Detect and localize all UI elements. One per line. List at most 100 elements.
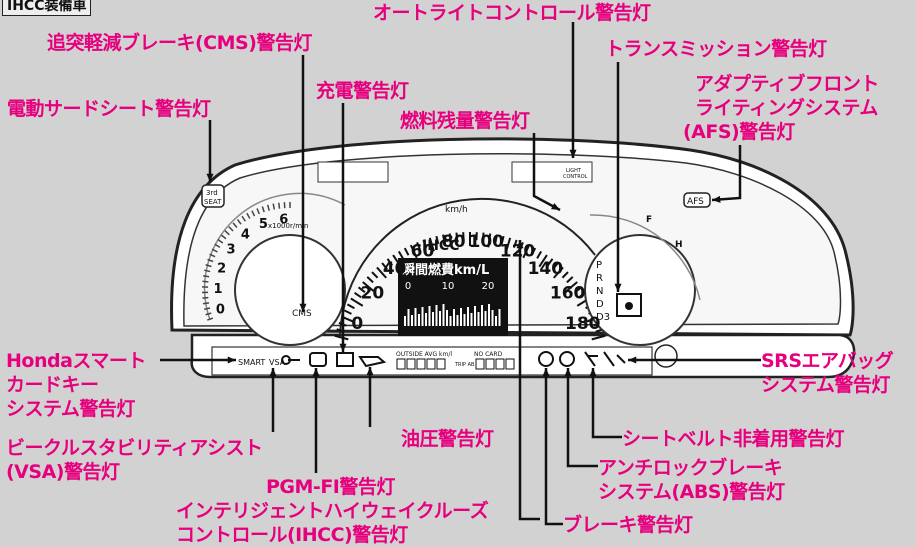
speed-tick-mark xyxy=(357,286,366,293)
speed-tick-mark xyxy=(409,244,418,259)
vsa-indicator-text: VSA xyxy=(269,358,286,367)
seat-text-2: SEAT xyxy=(204,198,222,206)
speed-tick-mark xyxy=(530,247,537,256)
rpm-tick-mark xyxy=(211,248,218,253)
label-power-seat-warning: 電動サードシート警告灯 xyxy=(7,98,211,120)
label-fuel-warning: 燃料残量警告灯 xyxy=(400,110,530,132)
speed-tick-mark xyxy=(442,234,446,243)
speed-tick-mark xyxy=(561,271,569,279)
ihcc-equipped-tag: IHCC装備車 xyxy=(2,0,92,16)
rpm-tick-label: 1 xyxy=(214,282,223,297)
lcd-bar xyxy=(407,309,410,326)
rpm-tick-mark xyxy=(207,317,214,321)
rpm-tick-mark xyxy=(266,204,270,211)
rpm-tick-label: 6 xyxy=(279,212,288,227)
label-afs-line3: (AFS)警告灯 xyxy=(683,121,795,143)
rpm-tick-mark xyxy=(203,274,210,278)
ihcc-indicator-text: IHCC xyxy=(422,238,459,254)
gear-label: P xyxy=(596,260,602,271)
label-smart-key-line3: システム警告灯 xyxy=(6,398,135,420)
label-ihcc-line2: コントロール(IHCC)警告灯 xyxy=(176,524,408,546)
lcd-bar xyxy=(470,313,473,326)
rpm-unit: x1000r/min xyxy=(268,222,308,230)
label-srs-line2: システム警告灯 xyxy=(761,374,890,396)
speed-tick-mark xyxy=(371,271,379,279)
lcd-bar xyxy=(432,312,434,326)
lcd-bar xyxy=(477,312,480,326)
leader-arrowhead xyxy=(269,368,277,377)
leader-arrowhead xyxy=(564,368,572,377)
rpm-tick-label: 0 xyxy=(216,303,225,318)
speed-tick-label: 160 xyxy=(550,284,586,304)
leader-line xyxy=(566,368,598,468)
speed-tick-mark xyxy=(487,233,492,248)
label-vsa-line1: ビークルスタビリティアシスト xyxy=(6,437,263,459)
rpm-tick-mark xyxy=(236,218,242,225)
oil-can-icon xyxy=(358,356,387,368)
leader-arrowhead xyxy=(312,368,320,377)
lcd-tick-label: 10 xyxy=(442,281,455,292)
power-seat-button xyxy=(201,184,225,208)
rpm-tick-mark xyxy=(207,258,214,263)
lcd-bar xyxy=(498,309,501,326)
speed-tick-mark xyxy=(381,262,388,270)
speed-tick-mark xyxy=(494,234,498,243)
speed-tick-label: 0 xyxy=(351,314,363,334)
lcd-bar xyxy=(435,305,438,326)
label-afs-line1: アダプティブフロント xyxy=(695,73,879,95)
afs-indicator-text: AFS xyxy=(687,197,704,207)
speed-tick-mark xyxy=(538,254,548,268)
speed-tick-mark xyxy=(500,235,505,245)
speed-tick-mark xyxy=(552,262,559,270)
speed-tick-label: 20 xyxy=(361,284,385,304)
leader-line xyxy=(544,368,563,526)
speed-tick-mark xyxy=(481,232,485,241)
speed-tick-mark xyxy=(397,250,404,259)
speed-tick-mark xyxy=(346,303,355,310)
lcd-bar xyxy=(460,308,462,326)
rpm-tick-mark xyxy=(278,202,281,209)
light-control-text-1: LIGHT xyxy=(566,168,582,174)
seatbelt-icon xyxy=(584,351,598,367)
top-indicator-icons xyxy=(201,161,711,208)
light-control-text-2: CONTROL xyxy=(563,174,588,180)
speed-tick-mark xyxy=(455,232,459,241)
rpm-tick-mark xyxy=(202,302,210,305)
label-seatbelt-warning: シートベルト非着用警告灯 xyxy=(622,428,845,450)
speed-tick-mark xyxy=(343,309,352,315)
rpm-tick-mark xyxy=(203,307,211,311)
lcd-bar xyxy=(439,311,441,326)
label-ihcc-line1: インテリジェントハイウェイクルーズ xyxy=(176,500,489,522)
lcd-bar xyxy=(481,305,483,326)
gear-label: R xyxy=(596,273,603,284)
lcd-tick-label: 20 xyxy=(482,281,495,292)
speed-tick-mark xyxy=(376,266,387,279)
lcd-bar xyxy=(456,315,459,326)
label-pgm-fi-warning: PGM-FI警告灯 xyxy=(266,476,395,498)
tripab-text: TRIP AB xyxy=(454,362,475,368)
speed-tick-label: 60 xyxy=(411,241,435,261)
seat-text-1: 3rd xyxy=(206,189,218,197)
speed-tick-label: 100 xyxy=(468,232,504,252)
speed-tick-mark xyxy=(362,281,375,292)
fuel-temp-gauge xyxy=(584,214,701,346)
speed-tick-mark xyxy=(422,239,428,248)
lcd-bar xyxy=(442,304,445,326)
battery-icon xyxy=(336,352,354,367)
gear-label: D3 xyxy=(596,312,610,323)
temp-h-text: H xyxy=(675,240,683,250)
label-smart-key-line1: Hondaスマート xyxy=(6,350,146,372)
warning-panel-inner xyxy=(211,346,653,376)
rpm-tick-mark xyxy=(214,243,221,248)
label-srs-line1: SRSエアバッグ xyxy=(761,350,894,372)
speed-tick-mark xyxy=(565,281,578,292)
brake-icon xyxy=(538,351,554,367)
outside-text: OUTSIDE AVG km/l xyxy=(396,351,452,358)
abs-icon xyxy=(559,351,575,367)
afs-button xyxy=(683,192,711,208)
label-cms-warning: 追突軽減ブレーキ(CMS)警告灯 xyxy=(47,32,312,54)
lcd-bar xyxy=(411,315,413,326)
rpm-tick-mark xyxy=(224,230,230,236)
